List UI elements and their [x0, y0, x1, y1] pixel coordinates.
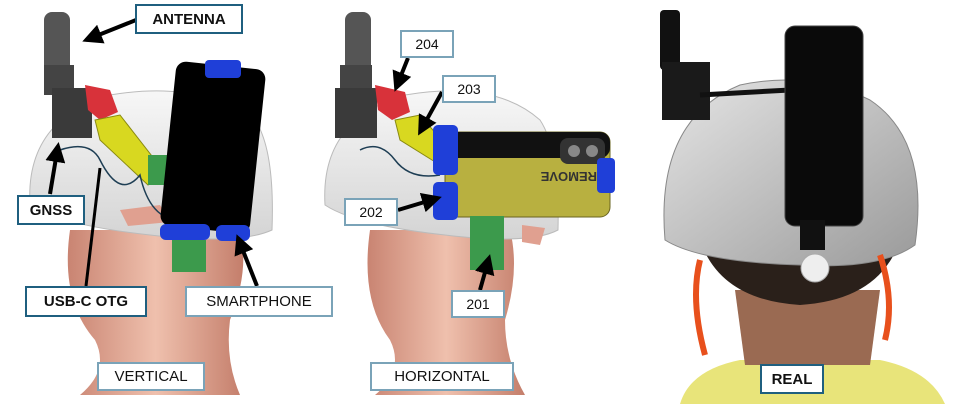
- label-antenna: ANTENNA: [135, 4, 243, 34]
- label-horizontal: HORIZONTAL: [370, 362, 514, 391]
- phone-case-text: REMOVE: [540, 169, 597, 184]
- smartphone-vertical: [160, 61, 266, 234]
- label-vertical: VERTICAL: [97, 362, 205, 391]
- label-204: 204: [400, 30, 454, 58]
- real-smartphone: [784, 25, 864, 227]
- callout-arrows: [45, 18, 495, 291]
- antenna: [44, 12, 70, 74]
- label-202: 202: [344, 198, 398, 226]
- label-smartphone: SMARTPHONE: [185, 286, 333, 317]
- chin-strap: [693, 254, 892, 356]
- red-mount: [85, 85, 118, 120]
- label-real: REAL: [760, 364, 824, 394]
- label-gnss: GNSS: [17, 195, 85, 225]
- label-201: 201: [451, 290, 505, 318]
- label-usbc-otg: USB-C OTG: [25, 286, 147, 317]
- neck: [735, 290, 880, 365]
- gnss-module: [52, 88, 92, 138]
- vertical-render: [29, 12, 273, 395]
- real-photo: [660, 10, 945, 404]
- label-203: 203: [442, 75, 496, 103]
- usb-cable: [59, 145, 181, 221]
